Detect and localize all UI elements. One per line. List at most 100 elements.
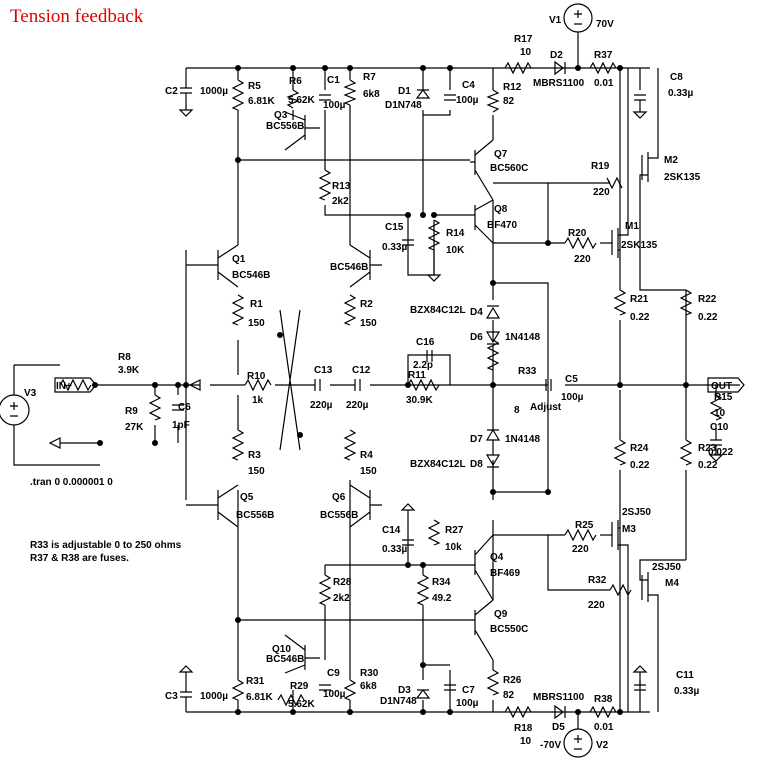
junction-dot bbox=[183, 382, 189, 388]
transistor-q5 bbox=[186, 484, 239, 528]
comp-name: C10 bbox=[710, 422, 729, 433]
resistor-r9 bbox=[148, 394, 162, 421]
mosfet-m2 bbox=[639, 68, 686, 291]
transistor-q7 bbox=[470, 139, 494, 201]
comp-name: R12 bbox=[503, 82, 522, 93]
resistor-r24 bbox=[613, 439, 627, 466]
source-name: V3 bbox=[24, 388, 37, 399]
comp-value: 220 bbox=[574, 254, 591, 265]
transistor-q10 bbox=[284, 634, 320, 674]
resistor-r3 bbox=[231, 429, 245, 461]
comp-value: 1N4148 bbox=[505, 332, 540, 343]
comp-name: R31 bbox=[246, 676, 265, 687]
capacitor-c13 bbox=[314, 379, 321, 391]
comp-name: Q5 bbox=[240, 492, 254, 503]
comp-value: MBRS1100 bbox=[533, 78, 585, 89]
comp-value: 1k bbox=[252, 395, 264, 406]
junction-dot bbox=[152, 440, 158, 446]
junction-dot bbox=[490, 382, 496, 388]
comp-name: R7 bbox=[363, 72, 376, 83]
resistor-r4 bbox=[343, 429, 357, 461]
comp-value: 0.33µ bbox=[668, 88, 693, 99]
comp-value: BZX84C12L bbox=[410, 305, 466, 316]
comp-value: 100µ bbox=[456, 95, 479, 106]
junction-dot bbox=[322, 65, 328, 71]
junction-dot bbox=[490, 489, 496, 495]
comp-value: 5.62K bbox=[288, 95, 315, 106]
ground-symbols bbox=[178, 109, 724, 673]
comp-name: Q9 bbox=[494, 609, 508, 620]
comp-value: 27K bbox=[125, 422, 144, 433]
comp-name: D2 bbox=[550, 50, 563, 61]
labels: IN+ OUT V1 70V V3 -70V V2 R5 6.81K R6 5.… bbox=[24, 15, 733, 751]
junction-dot bbox=[617, 709, 623, 715]
comp-name: D1 bbox=[398, 86, 411, 97]
comp-value: 10 bbox=[714, 408, 726, 419]
transistor-q9 bbox=[470, 599, 494, 661]
transistor-q6 bbox=[349, 484, 382, 528]
comp-name: R11 bbox=[408, 370, 426, 381]
comp-name: C11 bbox=[676, 670, 694, 681]
comp-value: 1000µ bbox=[200, 691, 228, 702]
mosfet-m1 bbox=[611, 68, 629, 258]
comp-name: Q6 bbox=[332, 492, 346, 503]
resistor-r1 bbox=[231, 294, 245, 326]
comp-value: BC546B bbox=[330, 262, 368, 273]
ground-symbol bbox=[178, 109, 194, 117]
adjust-label: Adjust bbox=[530, 402, 562, 413]
junction-dot bbox=[420, 65, 426, 71]
comp-value: BC556B bbox=[320, 510, 358, 521]
ground-symbol bbox=[426, 274, 442, 282]
junction-dot bbox=[405, 212, 411, 218]
comp-name: C13 bbox=[314, 365, 333, 376]
junction-dot bbox=[235, 65, 241, 71]
comp-name: R2 bbox=[360, 299, 373, 310]
comp-name: R3 bbox=[248, 450, 261, 461]
junction-dot bbox=[683, 382, 689, 388]
voltage-source-v3 bbox=[0, 394, 30, 426]
comp-value: 0.22 bbox=[698, 312, 718, 323]
junction-dot bbox=[277, 332, 283, 338]
junction-dot bbox=[152, 382, 158, 388]
ground-symbol bbox=[632, 665, 648, 673]
comp-value: 30.9K bbox=[406, 395, 433, 406]
comp-value: BC546B bbox=[232, 270, 270, 281]
junction-dot bbox=[290, 65, 296, 71]
comp-value: 10K bbox=[446, 245, 465, 256]
diode-d8 bbox=[485, 454, 501, 468]
resistor-r34 bbox=[416, 574, 430, 606]
schematic-title: Tension feedback bbox=[10, 6, 144, 27]
comp-value: 1pF bbox=[172, 420, 190, 431]
source-value: -70V bbox=[540, 740, 561, 751]
junction-dot bbox=[545, 240, 551, 246]
junction-dots bbox=[92, 65, 689, 715]
wires bbox=[13, 67, 740, 713]
comp-name: R26 bbox=[503, 675, 522, 686]
comp-name: Q1 bbox=[232, 254, 246, 265]
diode-d6 bbox=[485, 331, 501, 345]
junction-dot bbox=[97, 440, 103, 446]
transistor-q4 bbox=[434, 534, 494, 601]
capacitor-c11 bbox=[634, 672, 646, 691]
comp-value: 6.81K bbox=[246, 692, 273, 703]
comp-value: 2SJ50 bbox=[622, 507, 651, 518]
comp-value: 82 bbox=[503, 690, 515, 701]
comp-name: C3 bbox=[165, 691, 178, 702]
junction-dot bbox=[235, 617, 241, 623]
comp-name: C5 bbox=[565, 374, 578, 385]
capacitor-c3 bbox=[180, 672, 192, 712]
resistor-r2 bbox=[343, 294, 357, 326]
comp-value: 2SK135 bbox=[621, 240, 658, 251]
comp-value: 2k2 bbox=[332, 196, 349, 207]
resistor-r38 bbox=[589, 705, 617, 719]
resistor-r8 bbox=[59, 378, 92, 392]
resistor-r18 bbox=[504, 705, 532, 719]
resistor-r7 bbox=[343, 79, 357, 106]
capacitor-c9 bbox=[319, 684, 331, 691]
comp-value: 6.81K bbox=[248, 96, 275, 107]
resistor-r29 bbox=[277, 693, 305, 707]
comp-value: 150 bbox=[248, 466, 265, 477]
source-value: 70V bbox=[596, 19, 614, 30]
comp-value: 150 bbox=[248, 318, 265, 329]
comp-name: C4 bbox=[462, 80, 475, 91]
